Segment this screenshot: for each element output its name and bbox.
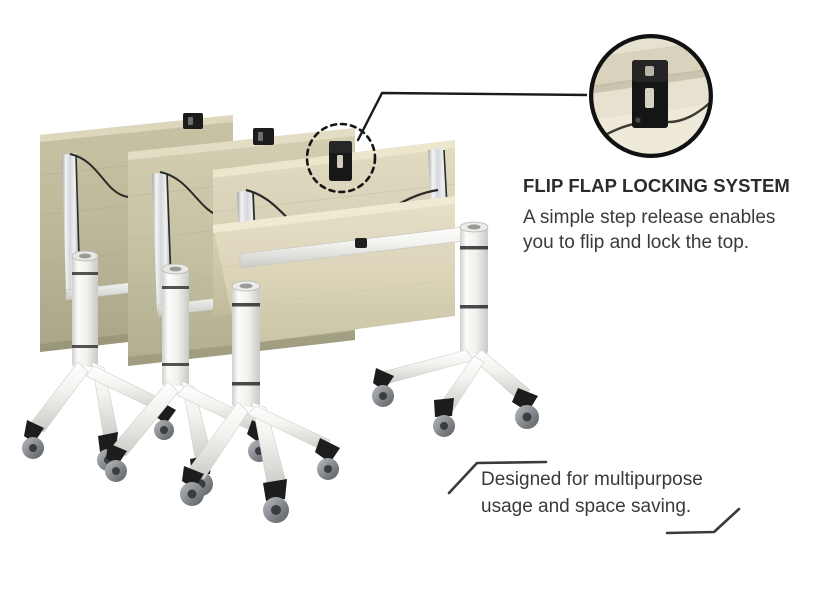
leg-column-middle (161, 263, 190, 386)
spider-base-front-right (381, 349, 531, 413)
bottom-caption-line-1: Designed for multipurpose (481, 469, 703, 490)
spider-base-rear (29, 361, 169, 441)
lock-highlight-dashed-circle (305, 122, 377, 194)
caption-bracket-top-left (447, 460, 548, 495)
flip-flap-lock-magnified-view (587, 32, 715, 160)
spider-base-front-left (187, 401, 331, 489)
callout-body-line-2: you to flip and lock the top. (523, 232, 750, 253)
apron-stud (355, 238, 367, 248)
flip-flap-lock (329, 141, 352, 181)
callout-body-line-1: A simple step release enables (523, 207, 776, 228)
castor-group-front-left (180, 438, 340, 523)
lock-clip-middle (253, 128, 274, 145)
lock-clip-rear (183, 113, 203, 129)
castor-group-front-right (372, 368, 539, 437)
callout-text-block: FLIP FLAP LOCKING SYSTEM A simple step r… (523, 176, 823, 255)
leg-column-front-right (459, 221, 489, 354)
table-front (180, 140, 539, 523)
callout-leader-line (356, 91, 591, 142)
leg-column-rear (71, 250, 99, 367)
callout-heading: FLIP FLAP LOCKING SYSTEM (523, 175, 790, 196)
castor-group-rear (22, 400, 176, 471)
caption-bracket-bottom-right (665, 507, 741, 535)
callout-body: A simple step release enables you to fli… (523, 205, 813, 255)
bottom-caption-line-2: usage and space saving. (481, 496, 692, 517)
bottom-caption-block: Designed for multipurpose usage and spac… (481, 466, 741, 520)
leg-column-front-left (231, 280, 261, 407)
